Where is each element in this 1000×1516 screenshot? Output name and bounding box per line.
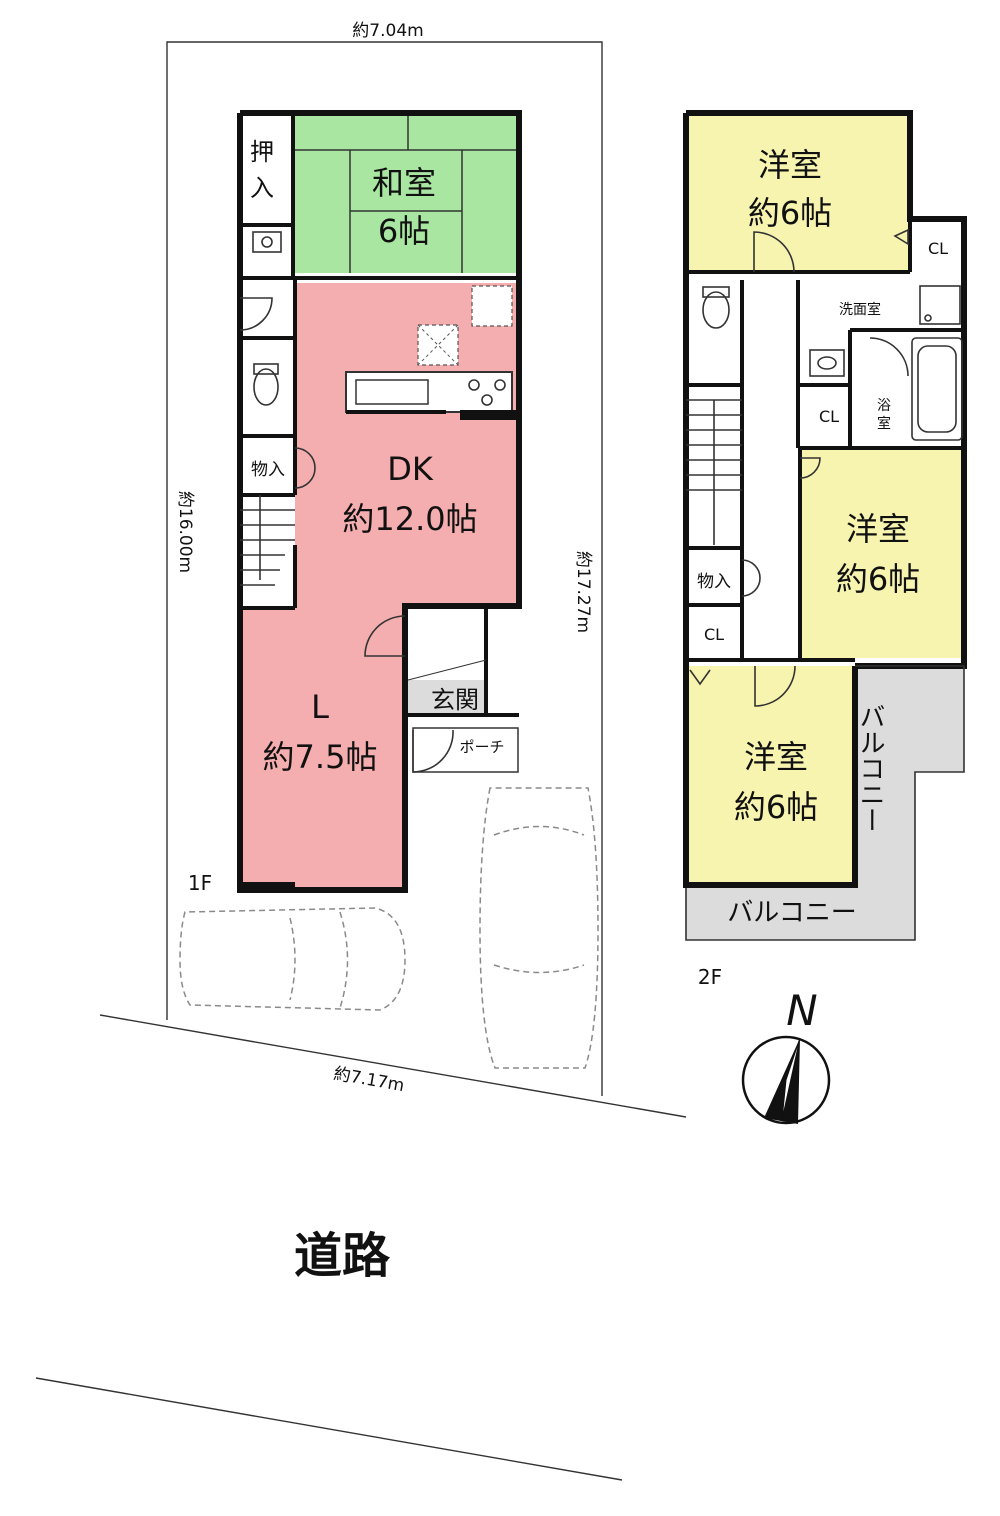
washitsu-size: 6帖 [378,212,430,250]
floor1-label: 1F [188,871,212,895]
left-depth-label: 約16.00m [175,491,195,573]
youshitsu-2-size: 約6帖 [836,560,920,598]
washitsu-room [293,113,519,273]
closet-label-1: CL [928,239,948,258]
top-width-label: 約7.04m [352,21,423,41]
porch-label: ポーチ [459,738,504,756]
closet-label-3: CL [704,625,724,644]
bottom-width-label: 約7.17m [332,1064,406,1096]
car-right [479,787,599,1069]
ldk-room [240,283,519,890]
site-boundary [35,41,687,1481]
floor2-label: 2F [698,965,722,989]
floor2-plan: 洋室 約6帖 洋室 約6帖 洋室 約6帖 CL CL CL 物入 洗面室 浴 室… [683,110,967,989]
living-name: L [311,688,329,726]
compass-north-label: N [786,986,817,1035]
oshiire-label-2: 入 [250,174,274,202]
balcony-area [686,666,964,940]
oshiire-label-1: 押 [250,138,274,166]
washitsu-name: 和室 [372,164,436,202]
balcony-label-vertical: バルコニー [855,703,885,833]
youshitsu-room-2 [801,448,964,658]
bath-label-2: 室 [877,415,891,432]
youshitsu-room-1 [686,113,910,270]
dk-size: 約12.0帖 [342,500,477,538]
right-depth-label: 約17.27m [573,551,593,633]
senmen-label: 洗面室 [839,301,881,318]
youshitsu-2-name: 洋室 [846,510,910,548]
genkan-area [408,680,486,716]
living-size: 約7.5帖 [263,738,378,776]
bath-label-1: 浴 [877,398,891,414]
storage-label-2f: 物入 [697,572,731,592]
youshitsu-3-size: 約6帖 [734,788,818,826]
car-left [179,907,406,1011]
youshitsu-3-name: 洋室 [744,738,808,776]
balcony-label-horizontal: バルコニー [727,898,856,928]
compass-icon: N [741,986,831,1125]
road-label: 道路 [294,1228,391,1284]
youshitsu-1-name: 洋室 [758,146,822,184]
youshitsu-1-size: 約6帖 [748,194,832,232]
dk-name: DK [387,450,434,488]
floor1-plan: 和室 6帖 押 入 物入 DK 約12.0帖 L 約7.5帖 玄関 ポーチ 1F [188,110,522,895]
storage-label-1f: 物入 [251,460,285,480]
closet-label-2: CL [819,407,839,426]
genkan-label: 玄関 [431,686,479,714]
